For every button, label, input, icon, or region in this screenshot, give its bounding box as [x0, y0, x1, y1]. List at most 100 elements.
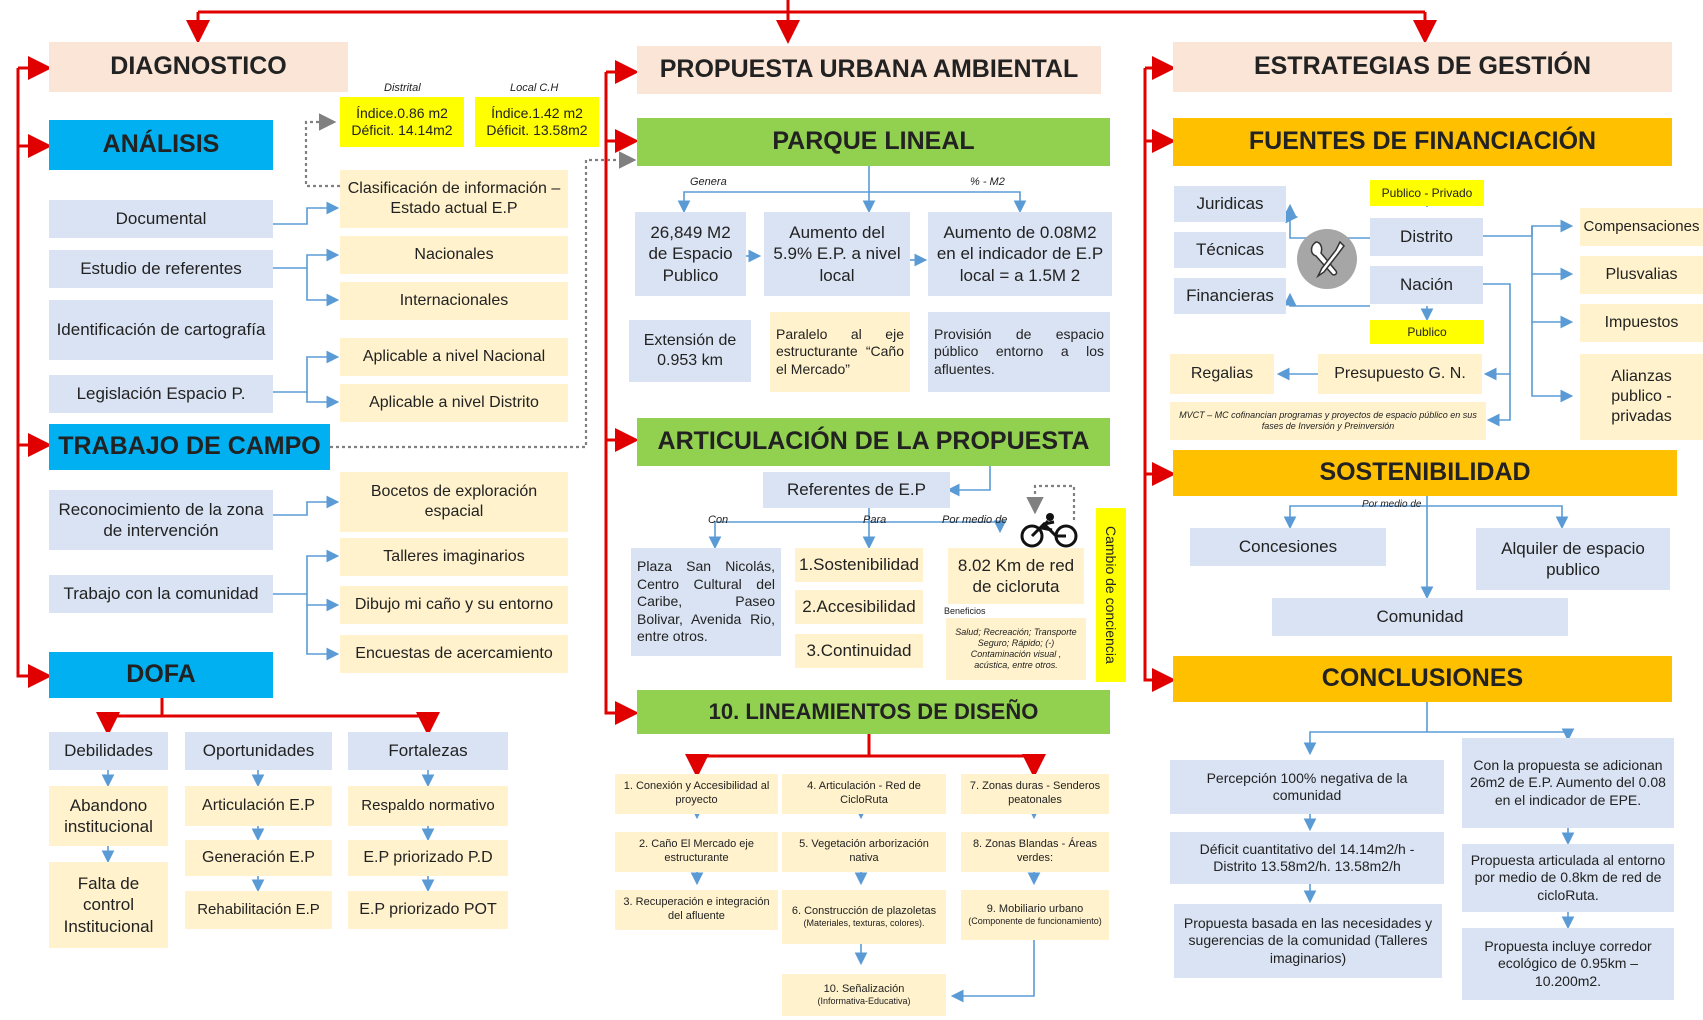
abandono-box: Abandono institucional: [49, 786, 168, 846]
estrategias-title: ESTRATEGIAS DE GESTIÓN: [1173, 42, 1672, 92]
alquiler-box: Alquiler de espacio publico: [1476, 528, 1670, 590]
impuestos-box: Impuestos: [1580, 304, 1703, 342]
publico-privado-tag: Publico - Privado: [1370, 180, 1484, 206]
articulacion-ep-box: Articulación E.P: [185, 786, 332, 826]
articulacion-title: ARTICULACIÓN DE LA PROPUESTA: [637, 418, 1110, 466]
genera-label: Genera: [690, 176, 727, 188]
local-label: Local C.H: [510, 82, 559, 94]
bicycle-icon: [1020, 512, 1080, 548]
lineamiento-8: 8. Zonas Blandas - Áreas verdes:: [961, 832, 1109, 872]
beneficios-label: Beneficios: [944, 606, 986, 616]
lineamiento-10-title: 10. Señalización: [823, 982, 905, 995]
paralelo-box: Paralelo al eje estructurante “Caño el M…: [770, 312, 910, 392]
lineamiento-7: 7. Zonas duras - Senderos peatonales: [961, 774, 1109, 814]
bocetos-box: Bocetos de exploración espacial: [340, 472, 568, 532]
continuidad-item: 3.Continuidad: [795, 634, 923, 668]
distrito-box: Distrito: [1370, 218, 1483, 256]
para-label: Para: [863, 514, 887, 526]
cambio-conciencia-box: Cambio de conciencia: [1096, 508, 1126, 682]
juridicas-box: Juridicas: [1174, 186, 1286, 222]
local-indicator: Índice.1.42 m2 Déficit. 13.58m2: [475, 97, 599, 147]
clasificacion-box: Clasificación de información – Estado ac…: [340, 170, 568, 228]
espacio-publico-box: 26,849 M2 de Espacio Publico: [635, 212, 746, 296]
comunidad-box: Comunidad: [1272, 598, 1568, 636]
por-medio-label: Por medio de: [942, 514, 1008, 526]
encuestas-box: Encuestas de acercamiento: [340, 635, 568, 673]
lineamiento-6-title: 6. Construcción de plazoletas: [791, 904, 937, 917]
basada-box: Propuesta basada en las necesidades y su…: [1174, 904, 1442, 978]
legislacion-box: Legislación Espacio P.: [49, 375, 273, 413]
lineamiento-9: 9. Mobiliario urbano (Componente de func…: [961, 890, 1109, 940]
lineamiento-1: 1. Conexión y Accesibilidad al proyecto: [615, 774, 778, 814]
publico-tag: Publico: [1370, 320, 1484, 344]
fortalezas-box: Fortalezas: [348, 732, 508, 770]
dofa-title: DOFA: [49, 652, 273, 698]
propuesta-title: PROPUESTA URBANA AMBIENTAL: [637, 46, 1101, 94]
accesibilidad-item: 2.Accesibilidad: [795, 590, 923, 624]
aplicable-nacional-box: Aplicable a nivel Nacional: [340, 338, 568, 376]
lineamiento-9-sub: (Componente de funcionamiento): [968, 916, 1102, 927]
parque-lineal-title: PARQUE LINEAL: [637, 118, 1110, 166]
compensaciones-box: Compensaciones: [1580, 208, 1703, 246]
lineamiento-6: 6. Construcción de plazoletas (Materiale…: [782, 890, 946, 944]
articulada-box: Propuesta articulada al entorno por medi…: [1462, 844, 1674, 912]
beneficios-text: Salud; Recreación; Transporte Seguro; Rá…: [946, 618, 1086, 680]
estudio-referentes-box: Estudio de referentes: [49, 250, 273, 288]
talleres-box: Talleres imaginarios: [340, 538, 568, 576]
sostenibilidad-item: 1.Sostenibilidad: [795, 548, 923, 582]
pct-m2-label: % - M2: [970, 176, 1005, 188]
mvct-note: MVCT – MC cofinancian programas y proyec…: [1170, 402, 1486, 440]
regalias-box: Regalias: [1170, 354, 1274, 394]
lineamiento-3: 3. Recuperación e integración del afluen…: [615, 890, 778, 930]
con-label: Con: [708, 514, 729, 526]
presupuesto-box: Presupuesto G. N.: [1318, 354, 1482, 394]
tecnicas-box: Técnicas: [1174, 232, 1286, 268]
rehabilitacion-ep-box: Rehabilitación E.P: [185, 891, 332, 929]
documental-box: Documental: [49, 200, 273, 238]
percepcion-box: Percepción 100% negativa de la comunidad: [1170, 760, 1444, 814]
dibujo-box: Dibujo mi caño y su entorno: [340, 586, 568, 624]
nacionales-box: Nacionales: [340, 236, 568, 274]
por-medio-de-label: Por medio de: [1362, 499, 1422, 510]
aumento-local-box: Aumento del 5.9% E.P. a nivel local: [764, 212, 910, 296]
concesiones-box: Concesiones: [1190, 528, 1386, 566]
lineamiento-4: 4. Articulación - Red de CicloRuta: [782, 774, 946, 814]
adicionan-box: Con la propuesta se adicionan 26m2 de E.…: [1462, 738, 1674, 828]
ep-pd-box: E.P priorizado P.D: [348, 840, 508, 876]
aumento-indicador-box: Aumento de 0.08M2 en el indicador de E.P…: [928, 212, 1112, 296]
conclusiones-title: CONCLUSIONES: [1173, 656, 1672, 702]
aplicable-distrito-box: Aplicable a nivel Distrito: [340, 384, 568, 422]
sostenibilidad-title: SOSTENIBILIDAD: [1173, 450, 1677, 496]
diagnostico-title: DIAGNOSTICO: [49, 42, 348, 92]
lineamiento-10: 10. Señalización (Informativa-Educativa): [782, 974, 946, 1016]
lineamiento-9-title: 9. Mobiliario urbano: [986, 902, 1084, 915]
analisis-title: ANÁLISIS: [49, 120, 273, 170]
distrital-label: Distrital: [384, 82, 421, 94]
cicloruta-box: 8.02 Km de red de cicloruta: [948, 548, 1084, 604]
fuentes-title: FUENTES DE FINANCIACIÓN: [1173, 118, 1672, 166]
distrital-indicator: Índice.0.86 m2 Déficit. 14.14m2: [340, 97, 464, 147]
oportunidades-box: Oportunidades: [185, 732, 332, 770]
corredor-box: Propuesta incluye corredor ecológico de …: [1462, 928, 1674, 1000]
generacion-ep-box: Generación E.P: [185, 840, 332, 876]
referentes-box: Referentes de E.P: [763, 472, 950, 508]
respaldo-box: Respaldo normativo: [348, 786, 508, 826]
financieras-box: Financieras: [1174, 278, 1286, 314]
alianzas-box: Alianzas publico - privadas: [1580, 354, 1703, 440]
internacionales-box: Internacionales: [340, 282, 568, 320]
lineamiento-6-sub: (Materiales, texturas, colores).: [803, 918, 925, 929]
trabajo-comunidad-box: Trabajo con la comunidad: [49, 575, 273, 613]
lineamiento-10-sub: (Informativa-Educativa): [817, 996, 911, 1007]
trabajo-campo-title: TRABAJO DE CAMPO: [49, 424, 330, 470]
plusvalias-box: Plusvalias: [1580, 256, 1703, 294]
lineamientos-title: 10. LINEAMIENTOS DE DISEÑO: [637, 690, 1110, 734]
wrench-screwdriver-icon: [1296, 228, 1358, 290]
ep-pot-box: E.P priorizado POT: [348, 891, 508, 929]
lineamiento-2: 2. Caño El Mercado eje estructurante: [615, 832, 778, 872]
debilidades-box: Debilidades: [49, 732, 168, 770]
reconocimiento-box: Reconocimiento de la zona de intervenció…: [49, 490, 273, 550]
nacion-box: Nación: [1370, 266, 1483, 304]
plaza-box: Plaza San Nicolás, Centro Cultural del C…: [631, 548, 781, 656]
provision-box: Provisión de espacio público entorno a l…: [928, 312, 1110, 392]
